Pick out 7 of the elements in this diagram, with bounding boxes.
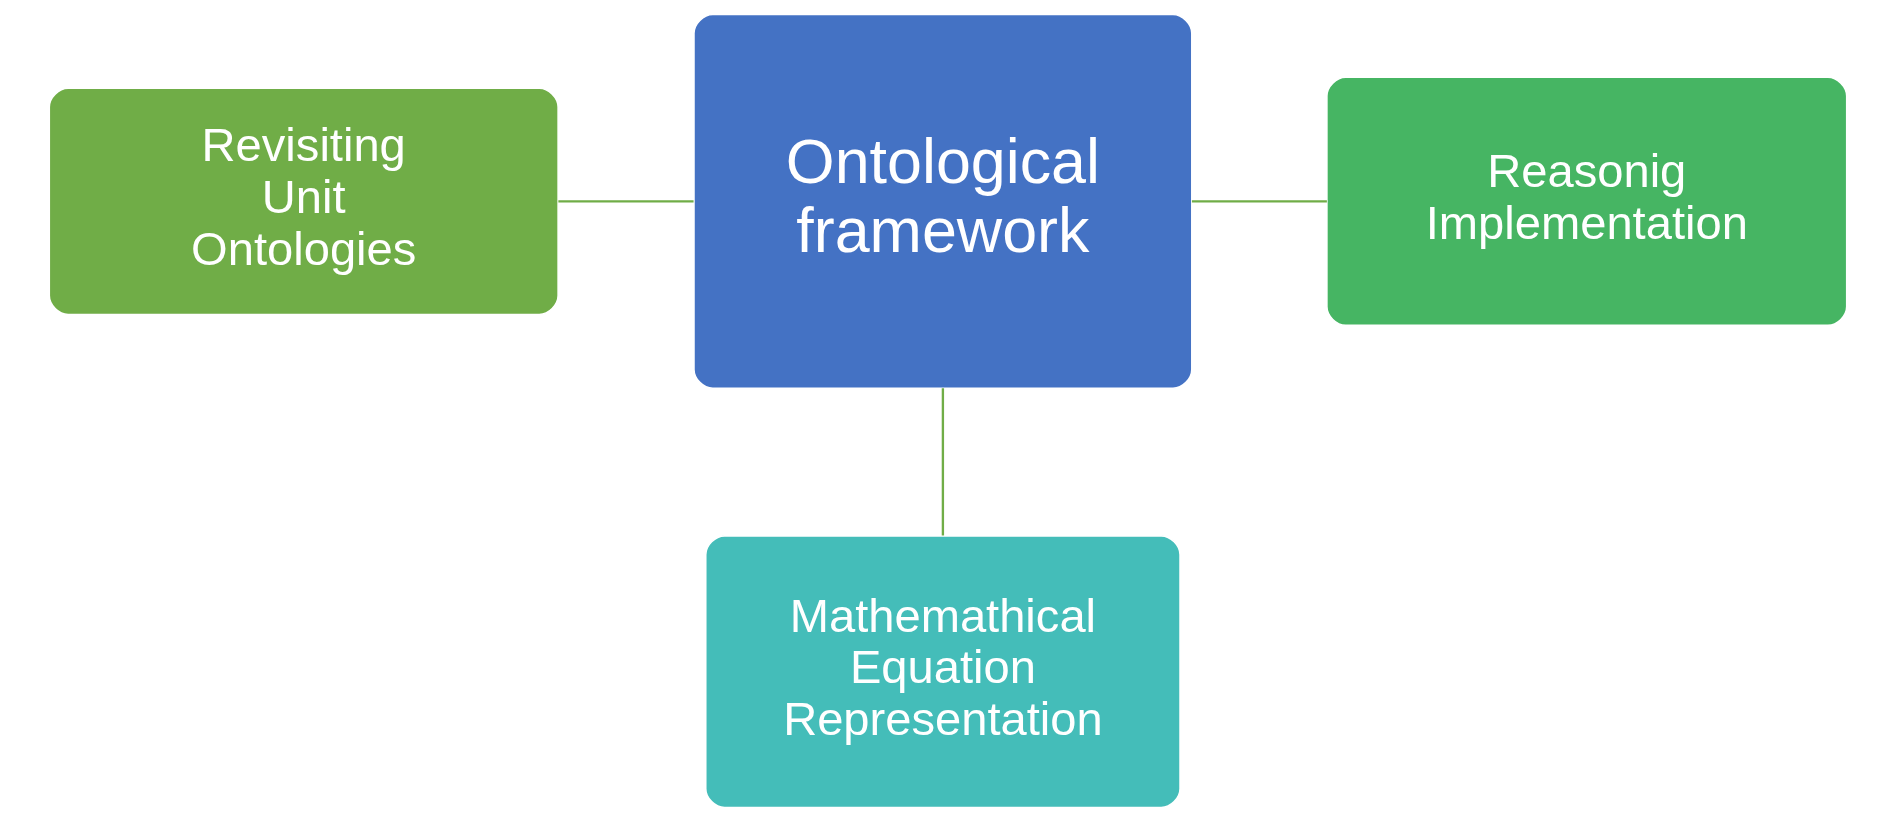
connector	[558, 200, 694, 203]
connector	[1191, 200, 1327, 203]
node-box: Reasonig Implementation	[1326, 76, 1848, 327]
node-box: Revisiting Unit Ontologies	[48, 87, 559, 316]
connector	[941, 388, 945, 536]
node-box: Ontological framework	[693, 13, 1193, 389]
node-box: Mathemathical Equation Representation	[704, 535, 1181, 809]
